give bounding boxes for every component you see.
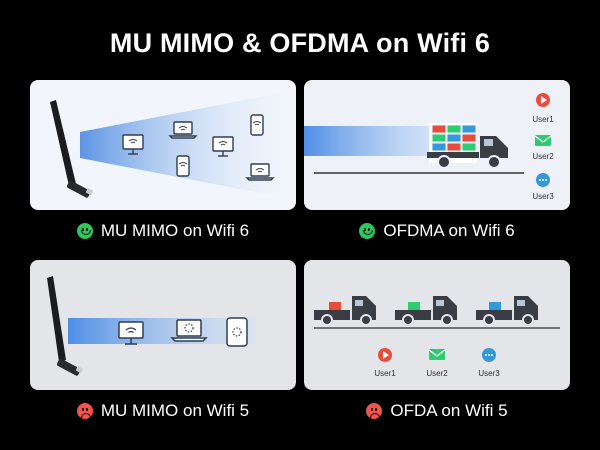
monitor-wifi-icon — [122, 134, 144, 155]
chat-icon — [482, 348, 496, 362]
truck-icon — [314, 296, 376, 326]
user3-label: User3 — [532, 192, 554, 201]
caption-text: MU MIMO on Wifi 6 — [100, 221, 250, 240]
caption-text: MU MIMO on Wifi 5 — [100, 401, 250, 420]
mumimo-wifi5-caption: MU MIMO on Wifi 5 — [30, 399, 296, 423]
frown-icon — [76, 403, 93, 419]
mumimo-wifi6-panel — [30, 80, 296, 210]
user1-label: User1 — [532, 115, 554, 124]
truck-icon — [395, 296, 457, 326]
wifi-adapter-icon — [50, 100, 94, 198]
user3-label: User3 — [478, 369, 500, 378]
user2-label: User2 — [532, 152, 554, 161]
user1-label: User1 — [374, 369, 396, 378]
laptop-wifi-icon — [168, 121, 198, 139]
wifi-adapter-icon — [47, 276, 84, 376]
signal-beam — [80, 90, 296, 200]
caption-text: OFDMA on Wifi 6 — [383, 221, 515, 240]
truck-icon — [427, 123, 508, 169]
truck-icon — [476, 296, 538, 326]
smile-icon — [76, 223, 93, 239]
laptop-wifi-icon — [245, 163, 275, 181]
mumimo-wifi6-caption: MU MIMO on Wifi 6 — [30, 219, 296, 243]
monitor-wifi-icon — [212, 136, 234, 157]
page-title: MU MIMO & OFDMA on Wifi 6 — [109, 28, 491, 58]
laptop-wifi-icon — [170, 319, 208, 342]
phone-wifi-icon — [226, 317, 248, 347]
ofdma-wifi6-caption: OFDMA on Wifi 6 — [304, 219, 570, 243]
phone-wifi-icon — [176, 155, 190, 177]
user2-label: User2 — [426, 369, 448, 378]
ofdma-wifi6-panel: User1 User2 User3 — [304, 80, 570, 210]
mail-icon — [428, 349, 446, 360]
caption-text: OFDA on Wifi 5 — [390, 401, 508, 420]
play-icon — [378, 348, 392, 362]
ofda-wifi5-caption: OFDA on Wifi 5 — [304, 399, 570, 423]
mumimo-wifi5-panel — [30, 260, 296, 390]
signal-beam — [68, 318, 256, 344]
smile-icon — [359, 223, 376, 239]
chat-icon — [536, 173, 550, 187]
play-icon — [536, 93, 550, 107]
frown-icon — [366, 403, 383, 419]
mail-icon — [534, 135, 552, 146]
monitor-wifi-icon — [118, 321, 144, 345]
phone-wifi-icon — [250, 114, 264, 136]
ofda-wifi5-panel: User1 User2 User3 — [304, 260, 570, 390]
